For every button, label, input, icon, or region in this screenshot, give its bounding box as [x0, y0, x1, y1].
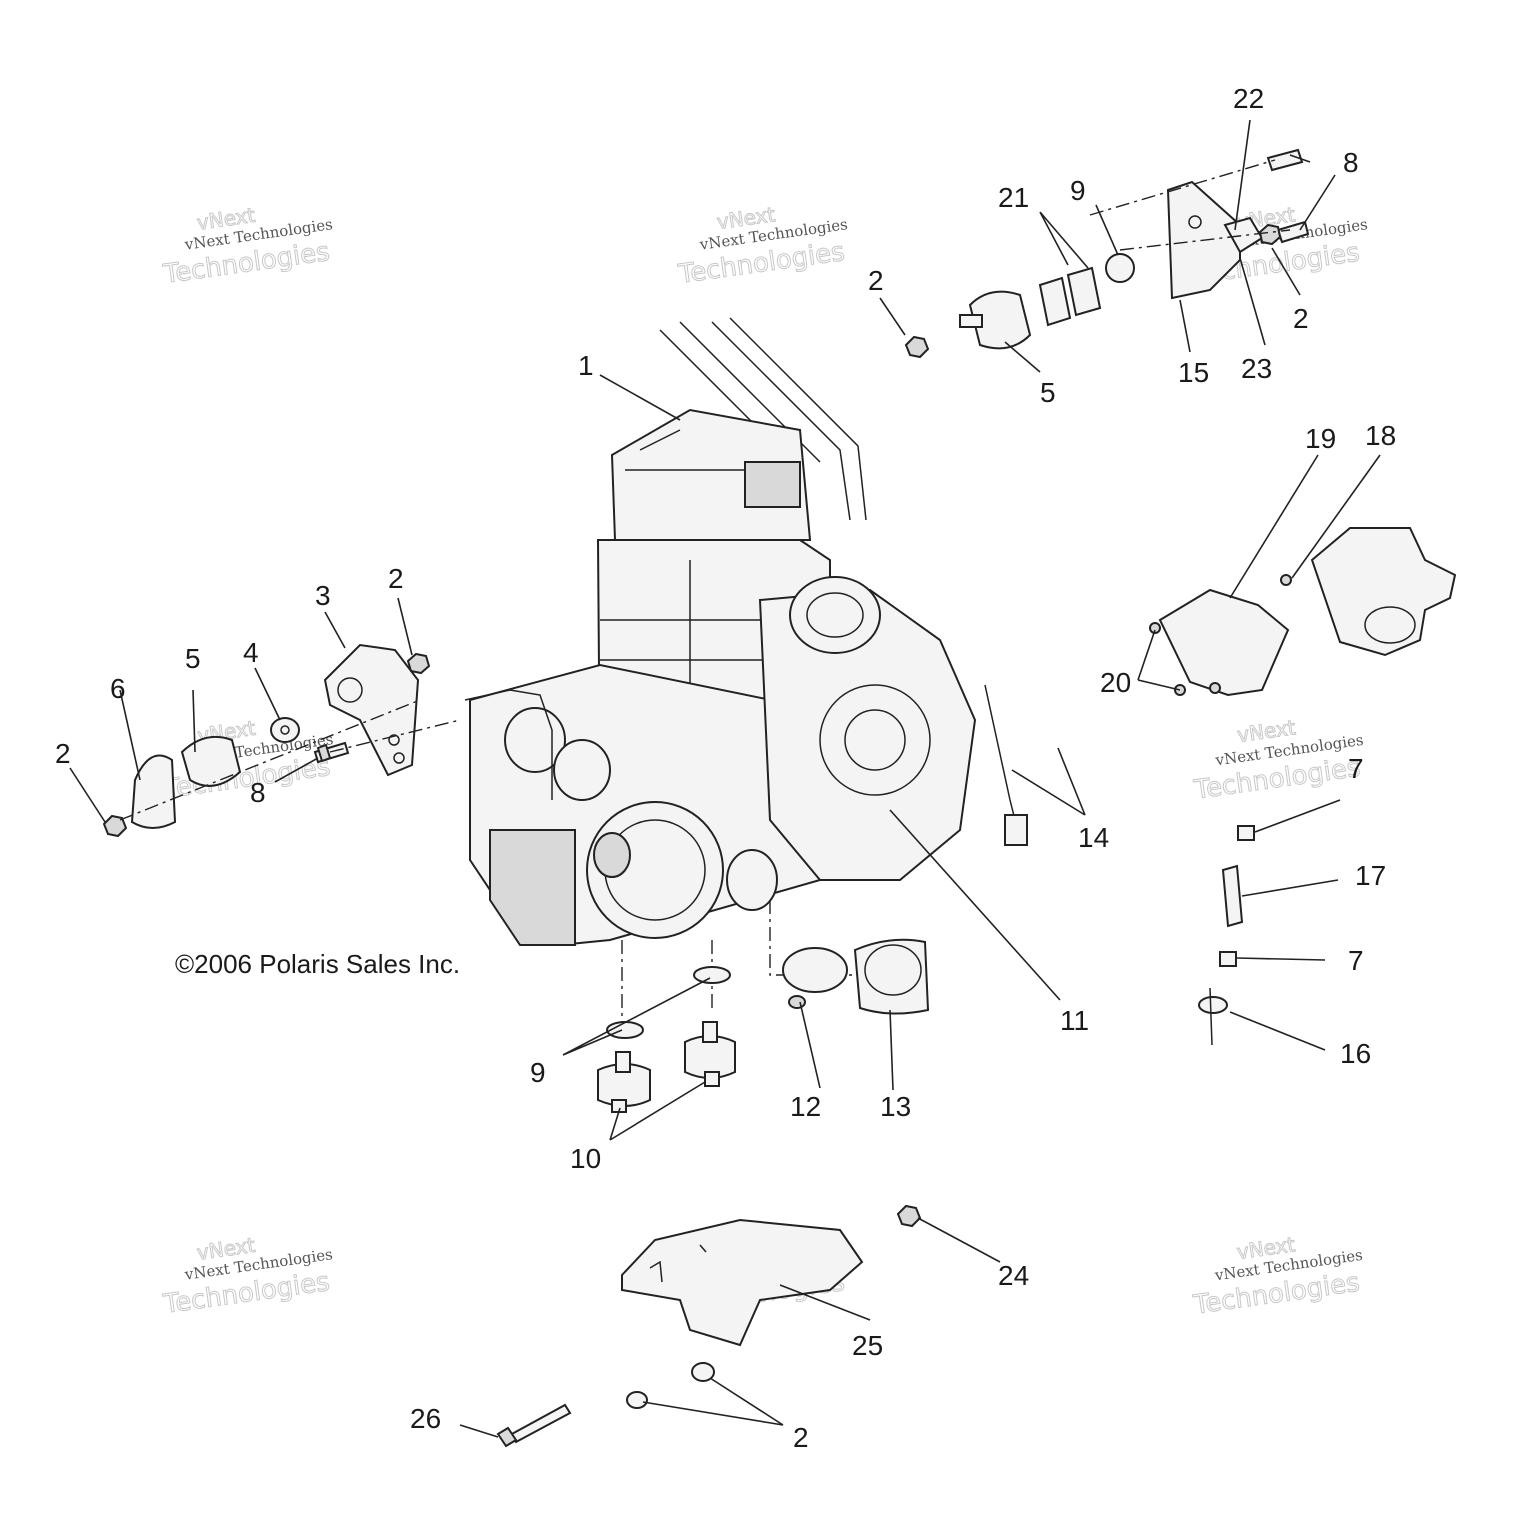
throttle-body — [1310, 527, 1457, 657]
watermark-bottom-right: vNext vNext Technologies Technologies — [1190, 1232, 1363, 1322]
nut — [904, 335, 930, 359]
screw — [1209, 682, 1221, 694]
shim — [1038, 276, 1072, 327]
nut — [896, 1204, 922, 1228]
leader-lines — [69, 119, 1381, 1438]
grommet — [1198, 996, 1228, 1014]
nut — [1258, 223, 1282, 246]
copyright-notice: ©2006 Polaris Sales Inc. — [175, 949, 460, 979]
callout-10: 10 — [570, 1143, 601, 1174]
clamp-and-boot — [769, 900, 930, 1015]
callout-12: 12 — [790, 1091, 821, 1122]
washer — [1105, 253, 1135, 283]
callout-7: 7 — [1348, 753, 1364, 784]
callout-17: 17 — [1355, 860, 1386, 891]
throttle-cover — [1158, 588, 1290, 697]
long-bolt — [508, 1403, 572, 1444]
nut — [102, 814, 128, 838]
shim — [1066, 266, 1102, 317]
bolt — [1266, 148, 1304, 172]
bushing — [1237, 825, 1255, 841]
screw — [1149, 622, 1161, 634]
callout-5: 5 — [185, 643, 201, 674]
left-mount-parts — [102, 643, 461, 838]
bolt — [1276, 220, 1310, 244]
watermark-mid-right: vNext vNext Technologies Technologies — [1191, 715, 1364, 807]
intake-boot — [853, 938, 930, 1015]
throttle-body-parts — [1149, 527, 1457, 697]
callout-13: 13 — [880, 1091, 911, 1122]
callout-18: 18 — [1365, 420, 1396, 451]
bottom-bracket-parts — [496, 1204, 922, 1448]
callout-21: 21 — [998, 182, 1029, 213]
watermark-top-left: vNext vNext Technologies Technologies — [160, 202, 333, 290]
callout-14: 14 — [1078, 822, 1109, 853]
callout-labels: 1 2 2 2 2 2 3 4 5 5 6 7 7 8 8 9 9 10 11 … — [55, 83, 1396, 1453]
top-right-mount-parts — [904, 148, 1310, 359]
hose-clamp — [782, 947, 848, 993]
callout-26: 26 — [410, 1403, 441, 1434]
callout-9: 9 — [1070, 175, 1086, 206]
rubber-mount — [968, 290, 1032, 350]
callout-19: 19 — [1305, 423, 1336, 454]
callout-2: 2 — [793, 1422, 809, 1453]
nut — [406, 652, 431, 675]
callout-7: 7 — [1348, 945, 1364, 976]
nut — [691, 1362, 715, 1382]
callout-1: 1 — [578, 350, 594, 381]
rubber-mount — [180, 736, 242, 787]
callout-6: 6 — [110, 673, 126, 704]
callout-3: 3 — [315, 580, 331, 611]
callout-9: 9 — [530, 1057, 546, 1088]
callout-2: 2 — [1293, 303, 1309, 334]
watermark-top-center: vNext vNext Technologies Technologies — [675, 202, 848, 291]
callout-2: 2 — [868, 265, 884, 296]
pin — [1221, 864, 1244, 928]
watermark-bottom-left: vNext vNext Technologies Technologies — [160, 1232, 333, 1320]
callout-16: 16 — [1340, 1038, 1371, 1069]
callout-2: 2 — [55, 738, 71, 769]
engine-assembly — [464, 317, 1028, 947]
washer — [693, 966, 731, 984]
callout-5: 5 — [1040, 377, 1056, 408]
small-parts-right — [1198, 825, 1255, 1046]
callout-15: 15 — [1178, 357, 1209, 388]
callout-4: 4 — [243, 637, 259, 668]
callout-2: 2 — [388, 563, 404, 594]
engine-plate — [621, 1218, 864, 1347]
callout-20: 20 — [1100, 667, 1131, 698]
screw — [1280, 574, 1292, 586]
washer — [270, 717, 300, 743]
callout-22: 22 — [1233, 83, 1264, 114]
callout-11: 11 — [1060, 1005, 1089, 1036]
callout-8: 8 — [1343, 147, 1359, 178]
callout-8: 8 — [250, 777, 266, 808]
callout-24: 24 — [998, 1260, 1029, 1291]
rubber-mount — [684, 1035, 736, 1079]
nut — [626, 1391, 648, 1409]
mount-cup — [130, 754, 177, 829]
bushing — [1219, 951, 1237, 967]
callout-23: 23 — [1241, 353, 1272, 384]
callout-25: 25 — [852, 1330, 883, 1361]
lower-mount-parts — [597, 940, 736, 1113]
